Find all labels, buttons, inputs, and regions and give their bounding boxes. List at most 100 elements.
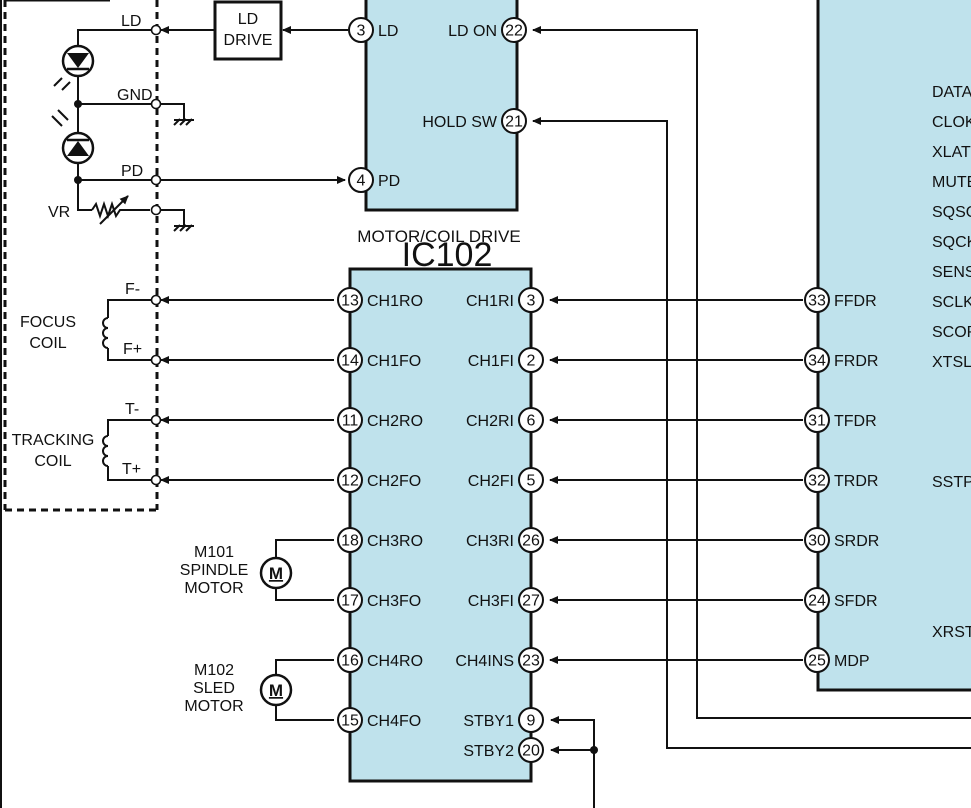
pin-number: 9: [527, 713, 536, 730]
pin-circle: [804, 287, 830, 313]
pin-circle: [337, 467, 363, 493]
m102-line2: SLED: [193, 680, 235, 697]
pin-name: LD: [378, 23, 398, 40]
pin-number: 26: [522, 533, 540, 550]
pin-number: 32: [808, 473, 826, 490]
pin-name: CH3FO: [367, 593, 421, 610]
pin-number: 25: [808, 653, 826, 670]
pin-circle: [518, 407, 544, 433]
ld-drive-line1: LD: [238, 11, 258, 28]
pin-number: 24: [808, 593, 826, 610]
pin-number: 31: [808, 413, 826, 430]
m102-line1: M102: [194, 662, 234, 679]
pin-name: CH4INS: [455, 653, 514, 670]
pin-number: 12: [341, 473, 359, 490]
sled-motor-symbol: M: [269, 681, 283, 700]
pin-name: CH1FI: [468, 353, 514, 370]
ic102-body: [348, 267, 533, 783]
laser-diode-icon: [53, 44, 95, 91]
m102-line3: MOTOR: [184, 698, 243, 715]
pin-number: 15: [341, 713, 359, 730]
pin-circle: [804, 587, 830, 613]
pin-number: 18: [341, 533, 359, 550]
dsp-signal-label: SENS: [932, 264, 971, 281]
pin-circle: [518, 707, 544, 733]
f-plus-label: F+: [123, 341, 142, 358]
ld-drive-box: [213, 0, 283, 61]
dsp-chip-body: [816, 0, 971, 692]
dsp-signal-label: XLAT: [932, 144, 971, 161]
top-chip-body: [364, 0, 519, 212]
m101-line1: M101: [194, 544, 234, 561]
pin-name: CH2RI: [466, 413, 514, 430]
pin-name: CH1RO: [367, 293, 423, 310]
pin-circle: [337, 707, 363, 733]
photodiode-icon: [51, 109, 95, 165]
pin-name: MDP: [834, 653, 870, 670]
junction-dot: [74, 100, 82, 108]
pin-circle: [337, 347, 363, 373]
pin-name: CH3FI: [468, 593, 514, 610]
t-plus-label: T+: [122, 461, 141, 478]
pin-name: CH3RO: [367, 533, 423, 550]
pin-name: CH4RO: [367, 653, 423, 670]
terminals: [150, 24, 162, 486]
sled-motor-icon: [259, 673, 293, 707]
focus-coil-line2: COIL: [29, 335, 66, 352]
pin-name: SFDR: [834, 593, 878, 610]
dsp-signal-label: MUTE: [932, 174, 971, 191]
ld-label: LD: [121, 13, 141, 30]
junction-dot: [590, 746, 598, 754]
m101-line3: MOTOR: [184, 580, 243, 597]
pin-name: CH4FO: [367, 713, 421, 730]
dsp-signal-label: SQSO: [932, 204, 971, 221]
pin-name: CH2FI: [468, 473, 514, 490]
pin-name: TFDR: [834, 413, 877, 430]
dsp-signal-label: XRST: [932, 624, 971, 641]
pin-circle: [518, 347, 544, 373]
junction-dot: [74, 176, 82, 184]
pin-number: 34: [808, 353, 826, 370]
pin-circle: [518, 737, 544, 763]
dsp-signal-label: SCLK: [932, 294, 971, 311]
pin-name: SRDR: [834, 533, 879, 550]
vr-label: VR: [48, 204, 70, 221]
pin-number: 27: [522, 593, 540, 610]
pin-number: 3: [527, 293, 536, 310]
dsp-signal-label: SQCK: [932, 234, 971, 251]
dsp-signal-label: XTSL: [932, 354, 971, 371]
pin-circle: [518, 527, 544, 553]
pin-number: 13: [341, 293, 359, 310]
ic102-title: IC102: [402, 236, 493, 274]
dsp-signal-label: CLOK: [932, 114, 971, 131]
pin-circle: [518, 647, 544, 673]
pin-name: FFDR: [834, 293, 877, 310]
pin-circle: [804, 647, 830, 673]
pin-name: CH3RI: [466, 533, 514, 550]
pin-number: 4: [357, 173, 366, 190]
pin-name: TRDR: [834, 473, 878, 490]
spindle-motor-icon: [259, 556, 293, 590]
pin-name: CH2RO: [367, 413, 423, 430]
pin-name: STBY1: [463, 713, 514, 730]
pin-circle: [337, 407, 363, 433]
pin-number: 3: [357, 23, 366, 40]
pin-circle: [348, 17, 374, 43]
ic102-subtitle: MOTOR/COIL DRIVE: [357, 227, 520, 246]
dsp-signal-label: DATA: [932, 84, 971, 101]
pin-number: 30: [808, 533, 826, 550]
tracking-coil-line1: TRACKING: [12, 432, 95, 449]
t-minus-label: T-: [125, 401, 139, 418]
pin-number: 21: [505, 114, 523, 131]
focus-coil-line1: FOCUS: [20, 314, 76, 331]
pin-number: 11: [342, 413, 359, 430]
pin-number: 6: [527, 413, 536, 430]
pin-circle: [518, 287, 544, 313]
pin-number: 2: [527, 353, 536, 370]
pin-number: 23: [522, 653, 540, 670]
pin-name: HOLD SW: [422, 114, 498, 131]
f-minus-label: F-: [125, 281, 140, 298]
